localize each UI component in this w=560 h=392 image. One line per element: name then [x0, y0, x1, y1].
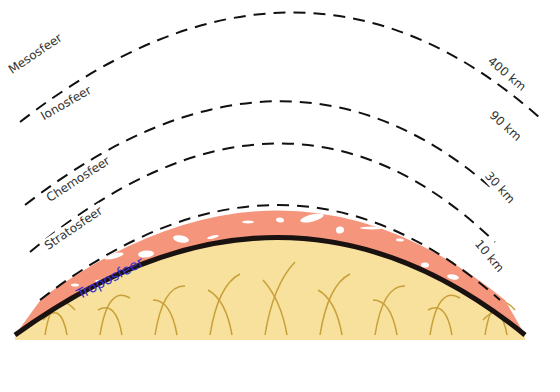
ground-stroke [318, 290, 342, 335]
cloud-blot [335, 226, 344, 234]
layer-name: Mesosfeer [4, 30, 66, 78]
cloud-blot [429, 207, 450, 215]
cloud-blot [198, 261, 214, 267]
cloud-blot [344, 291, 365, 301]
cloud-blot [207, 234, 219, 240]
ground-stroke [208, 290, 232, 335]
cloud-blot [249, 176, 270, 186]
cloud-blot [420, 232, 444, 243]
cloud-blot [275, 187, 299, 198]
earth-ground [15, 238, 525, 341]
ground-stroke [98, 308, 122, 335]
boundary-90km [25, 101, 505, 205]
cloud-blot [147, 223, 160, 231]
ground-stroke [375, 286, 405, 335]
boundary-400km [20, 12, 540, 122]
cloud-blot [164, 263, 184, 270]
cloud-blot [387, 265, 399, 269]
cloud-blot [224, 272, 244, 280]
ground-stroke [153, 300, 177, 335]
cloud-blot [276, 217, 285, 223]
cloud-blot [326, 252, 339, 262]
boundary-30km [30, 143, 495, 252]
cloud-blot [378, 290, 394, 297]
altitude-label: 10 km [471, 236, 509, 277]
cloud-blot [155, 196, 165, 205]
cloud-blot [104, 251, 125, 261]
cloud-blot [35, 270, 59, 275]
cloud-blot [454, 231, 475, 241]
earth-surface [15, 238, 525, 336]
altitude-label: 30 km [481, 167, 519, 207]
ground-stroke [263, 280, 287, 335]
cloud-blot [369, 198, 389, 204]
cloud-blot [438, 182, 454, 187]
cloud-blot [53, 215, 69, 222]
cloud-blot [242, 221, 254, 224]
cloud-blot [36, 178, 45, 183]
cloud-blot [70, 254, 94, 261]
cloud-blot [463, 206, 479, 213]
cloud-blot [189, 290, 209, 293]
ground-stroke [210, 274, 240, 335]
cloud-blot [122, 199, 134, 205]
cloud-blot [284, 283, 304, 290]
altitude-label: 400 km [484, 53, 531, 95]
cloud-blot [173, 234, 190, 244]
cloud-blot [215, 180, 239, 185]
ground-stroke [320, 274, 350, 335]
cloud-layer [15, 210, 525, 335]
altitude-label: 90 km [485, 107, 525, 145]
cloud-blot [300, 212, 325, 225]
cloud-blot [155, 287, 180, 298]
ground-stroke [265, 262, 295, 335]
cloud-blot [395, 208, 419, 217]
cloud-blot [96, 188, 104, 193]
cloud-blot [403, 195, 420, 204]
cloud-blot [480, 271, 490, 280]
cloud-blot [335, 200, 359, 207]
cloud-blot [360, 227, 384, 230]
cloud-blot [258, 270, 275, 278]
cloud-blot [181, 207, 194, 217]
cloud-blot [318, 280, 335, 288]
cloud-blot [300, 241, 309, 249]
cloud-blot [421, 262, 429, 268]
cloud-blot [396, 238, 404, 242]
cloud-blot [361, 253, 369, 257]
cloud-blot [293, 256, 309, 262]
cloud-blot [113, 226, 129, 232]
cloud-blot [191, 181, 200, 189]
ground-stroke [373, 300, 397, 335]
cloud-blot [267, 245, 279, 250]
layer-name: Stratosfeer [40, 203, 107, 254]
cloud-blot [412, 289, 424, 295]
cloud-blot [447, 273, 460, 280]
cloud-blot [309, 187, 330, 196]
layer-name: Chemosfeer [42, 152, 114, 205]
cloud-blot [233, 246, 249, 252]
ground-stroke [155, 286, 185, 335]
cloud-blot [352, 279, 364, 285]
cloud-blot [489, 217, 510, 226]
ground-stroke [428, 308, 452, 335]
cloud-blot [130, 292, 139, 299]
